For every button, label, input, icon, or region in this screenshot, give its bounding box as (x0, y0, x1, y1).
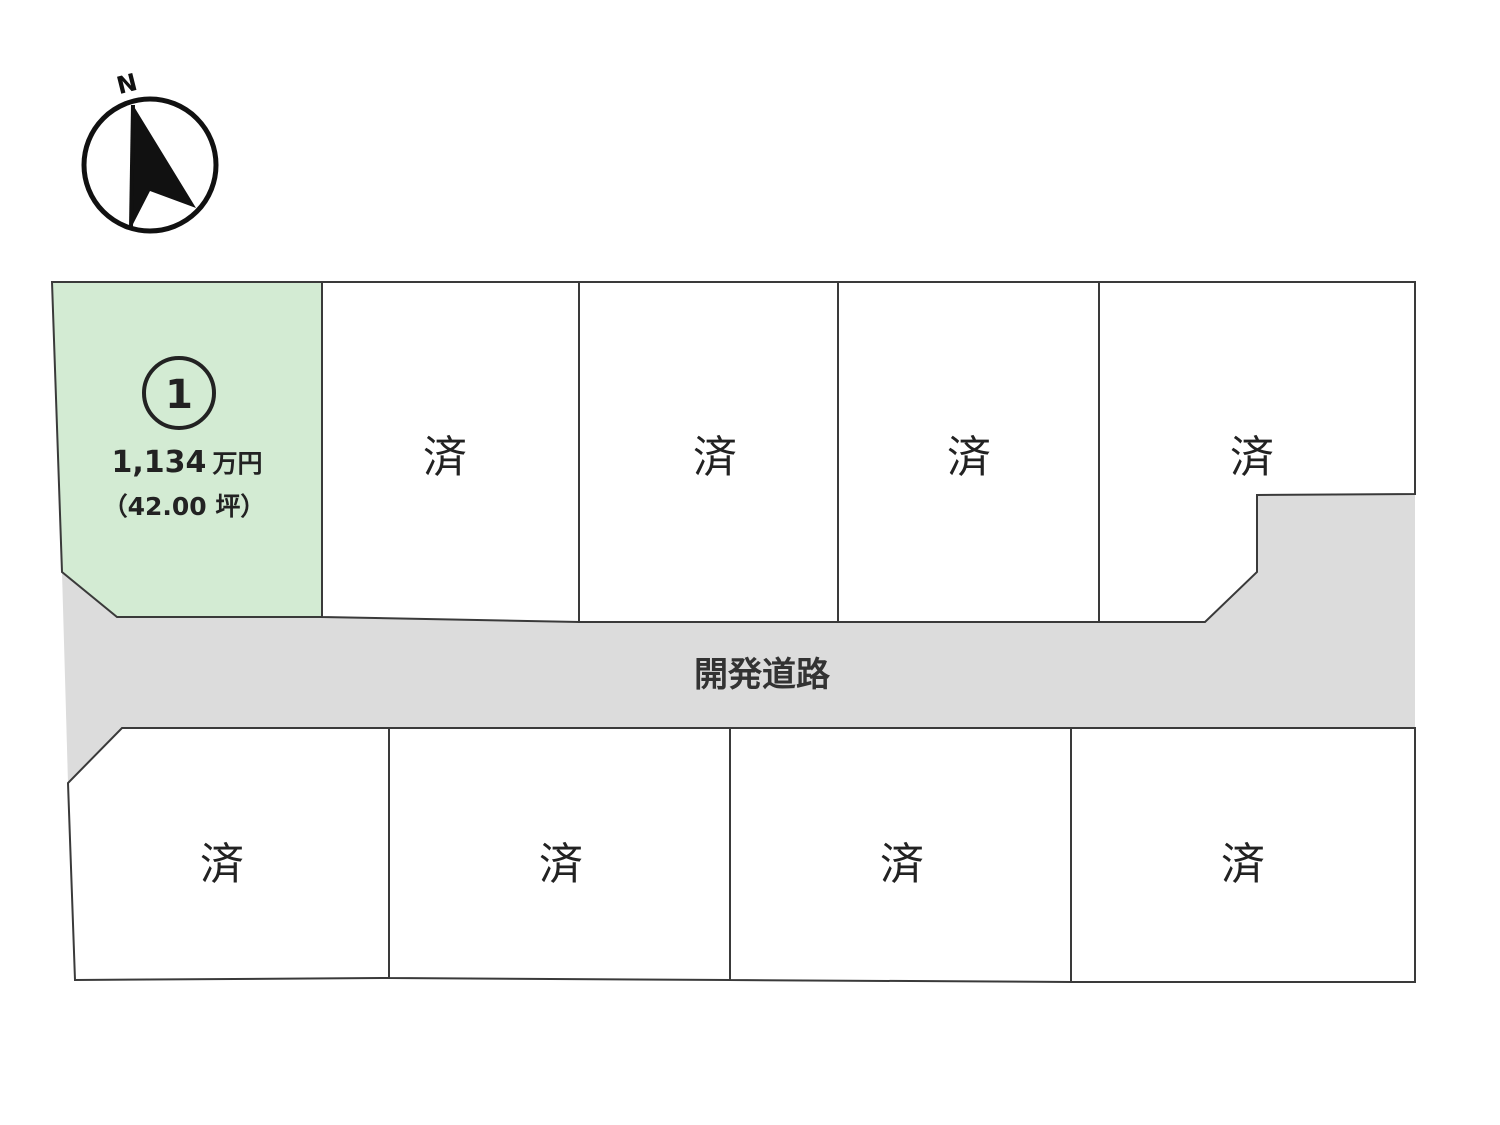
lot-bottom-2-sold-label: 済 (539, 839, 583, 890)
lot-top-3-sold-label: 済 (693, 432, 737, 483)
lot-1-area: （42.00 坪） (103, 492, 266, 521)
lot-1-available[interactable] (50, 281, 323, 618)
lot-top-4-sold-label: 済 (947, 432, 991, 483)
lot-bottom-1-sold-label: 済 (200, 839, 244, 890)
lot-bottom-3-sold-label: 済 (880, 839, 924, 890)
lot-1-number: 1 (165, 372, 193, 418)
development-road (62, 494, 1415, 783)
lot-bottom-1[interactable] (66, 727, 390, 982)
lot-number-circle-icon (142, 356, 216, 430)
lot-bottom-4-sold-label: 済 (1221, 839, 1265, 890)
lot-1-price-unit: 万円 (212, 449, 262, 478)
lot-1-price-value: 1,134 (112, 445, 207, 480)
lot-bottom-4[interactable] (1070, 727, 1416, 983)
road-label: 開発道路 (694, 655, 831, 695)
lot-top-2-sold-label: 済 (423, 432, 467, 483)
lot-top-5-sold-label: 済 (1230, 432, 1274, 483)
north-label: N (114, 68, 140, 100)
lot-top-5[interactable] (1098, 281, 1416, 623)
north-arrow-icon: N (81, 68, 219, 234)
